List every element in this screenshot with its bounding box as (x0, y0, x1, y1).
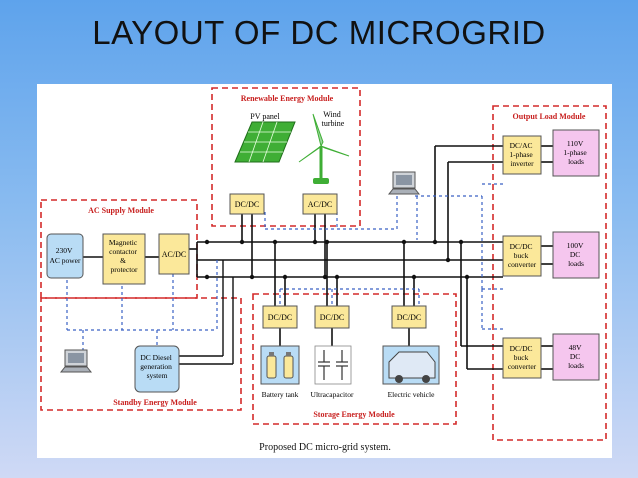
ac-power-source (46, 233, 84, 279)
pv-panel-icon (234, 121, 296, 163)
contactor-label: Magnetic contactor & protector (109, 238, 139, 274)
inverter-label: DC/AC 1-phase inverter (509, 141, 534, 168)
load-48v (552, 333, 600, 381)
output-load-module-title: Output Load Module (513, 112, 586, 121)
diesel-generator-block (134, 345, 180, 393)
pv-dcdc-label: DC/DC (235, 200, 259, 209)
battery-label: Battery tank (262, 390, 299, 399)
ev-label: Electric vehicle (388, 390, 436, 399)
wind-turbine-icon (298, 113, 350, 184)
ac-acdc-converter (158, 233, 190, 275)
pv-panel-label: PV panel (250, 112, 280, 121)
contactor-block (102, 233, 146, 285)
load-100v-label: 100V DC loads (567, 241, 585, 268)
ac-acdc-label: AC/DC (162, 250, 186, 259)
storage-module-title: Storage Energy Module (313, 410, 395, 419)
microgrid-diagram: Renewable Energy Module AC Supply Module… (40, 87, 607, 453)
diesel-generator-label: DC Diesel generation system (140, 353, 174, 380)
ultracapacitor-label: Ultracapacitor (311, 390, 354, 399)
renewable-module-title: Renewable Energy Module (241, 94, 334, 103)
ultracap-dcdc-label: DC/DC (320, 313, 344, 322)
ac-supply-module-title: AC Supply Module (88, 206, 154, 215)
buck-converter-1 (502, 235, 542, 277)
inverter-block (502, 135, 542, 175)
battery-dcdc-converter (262, 305, 298, 329)
buck-converter-2 (502, 337, 542, 379)
wind-acdc-converter (302, 193, 338, 215)
standby-computer-icon (59, 349, 93, 373)
load-48v-label: 48V DC loads (568, 343, 584, 370)
buck-converter-1-label: DC/DC buck converter (508, 242, 537, 269)
ev-dcdc-label: DC/DC (397, 313, 421, 322)
load-100v (552, 231, 600, 279)
slide-title: LAYOUT OF DC MICROGRID (92, 14, 546, 51)
standby-module-frame (40, 297, 242, 411)
battery-icon (260, 345, 300, 385)
wind-acdc-label: AC/DC (308, 200, 332, 209)
control-computer-icon (387, 171, 421, 195)
ev-dcdc-converter (391, 305, 427, 329)
diagram-caption: Proposed DC micro-grid system. (259, 442, 391, 453)
wind-turbine-label: Wind turbine (322, 110, 345, 128)
storage-module-frame (252, 293, 457, 425)
load-110v-label: 110V 1-phase loads (563, 139, 588, 166)
ultracapacitor-icon (314, 345, 352, 385)
pv-dcdc-converter (229, 193, 265, 215)
ac-power-label: 230V AC power (49, 246, 81, 265)
buck-converter-2-label: DC/DC buck converter (508, 344, 537, 371)
load-110v (552, 129, 600, 177)
standby-module-title: Standby Energy Module (113, 398, 197, 407)
output-load-module-frame (492, 105, 607, 441)
ultracap-dcdc-converter (314, 305, 350, 329)
battery-dcdc-label: DC/DC (268, 313, 292, 322)
electric-vehicle-icon (382, 345, 440, 385)
diagram-panel: Renewable Energy Module AC Supply Module… (37, 84, 612, 458)
renewable-module-frame (211, 87, 361, 227)
